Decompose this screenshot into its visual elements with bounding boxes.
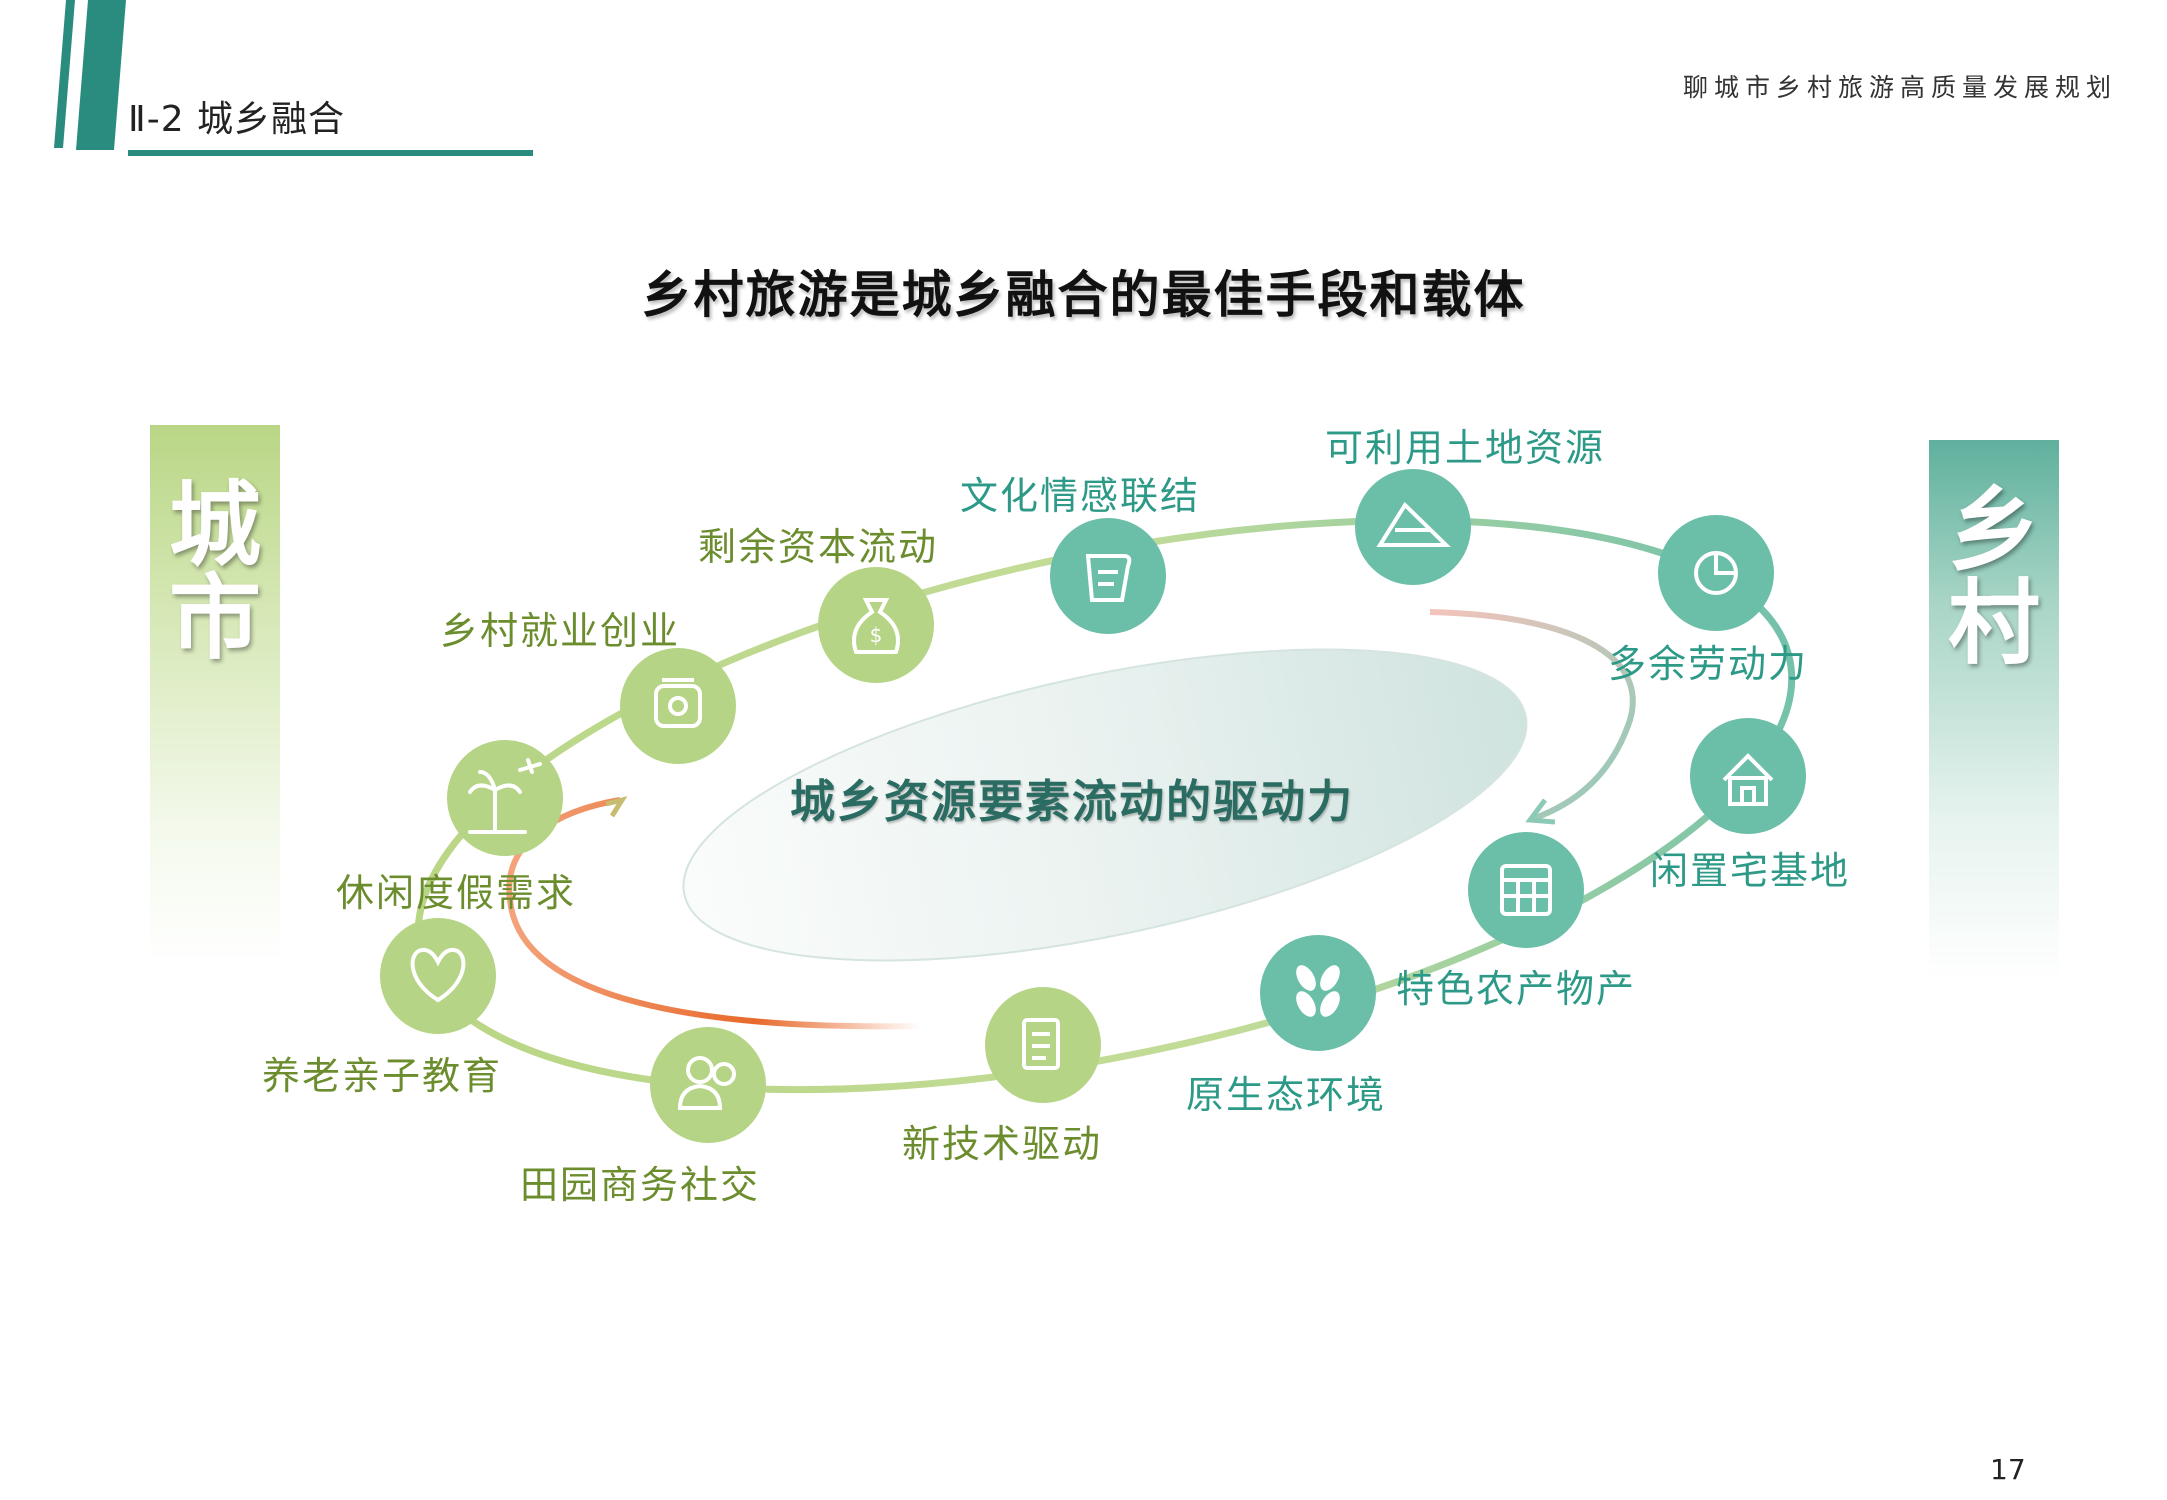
node-homestead [1690,718,1806,834]
wallet-icon [654,678,702,728]
label-business: 田园商务社交 [520,1163,761,1207]
node-ecology [1260,935,1376,1051]
label-culture: 文化情感联结 [960,474,1201,518]
section-label: Ⅱ-2 城乡融合 [128,99,346,140]
main-title: 乡村旅游是城乡融合的最佳手段和载体 [641,266,1526,324]
label-leisure: 休闲度假需求 [336,871,577,915]
land-icon [1376,501,1451,547]
label-technology: 新技术驱动 [902,1122,1103,1166]
node-eldercare [380,918,496,1034]
header-decoration [54,0,533,156]
node-culture [1050,518,1166,634]
node-produce [1468,832,1584,948]
city-char-2: 市 [168,565,261,672]
center-text: 城乡资源要素流动的驱动力 [790,775,1355,828]
worker-icon [1694,551,1738,595]
leaves-icon [1296,965,1340,1017]
page-number: 17 [1990,1453,2026,1486]
label-produce: 特色农产物产 [1396,967,1637,1011]
calendar-icon [1500,864,1552,916]
village-panel: 乡 村 [1929,440,2059,980]
house-icon [1722,753,1774,806]
label-capital: 剩余资本流动 [698,525,939,569]
label-ecology: 原生态环境 [1186,1073,1387,1117]
hands-heart-icon [410,948,466,1003]
svg-text:$: $ [870,623,883,647]
node-employment [620,648,736,764]
node-technology [985,987,1101,1103]
village-char-1: 乡 [1947,477,2040,584]
center-ellipse [682,648,1528,962]
node-leisure [447,740,563,856]
city-panel: 城 市 [150,425,280,965]
label-homestead: 闲置宅基地 [1650,849,1851,893]
document-title: 聊城市乡村旅游高质量发展规划 [1682,73,2117,102]
village-char-2: 村 [1947,570,2040,677]
scroll-icon [1085,554,1132,602]
city-char-1: 城 [168,472,261,579]
left-arrowhead [605,796,628,818]
label-land: 可利用土地资源 [1325,426,1606,470]
node-land [1355,469,1471,585]
people-icon [677,1056,736,1110]
node-business [650,1027,766,1143]
label-eldercare: 养老亲子教育 [262,1054,503,1098]
right-arrowhead [1525,798,1556,825]
money-bag-icon: $ [852,598,900,654]
label-employment: 乡村就业创业 [440,609,681,653]
palm-tree-plane-icon [468,758,542,834]
label-labor: 多余劳动力 [1608,642,1809,686]
node-capital: $ [818,567,934,683]
document-icon [1022,1018,1060,1070]
right-flow-arrow [1429,609,1636,821]
node-labor [1658,515,1774,631]
